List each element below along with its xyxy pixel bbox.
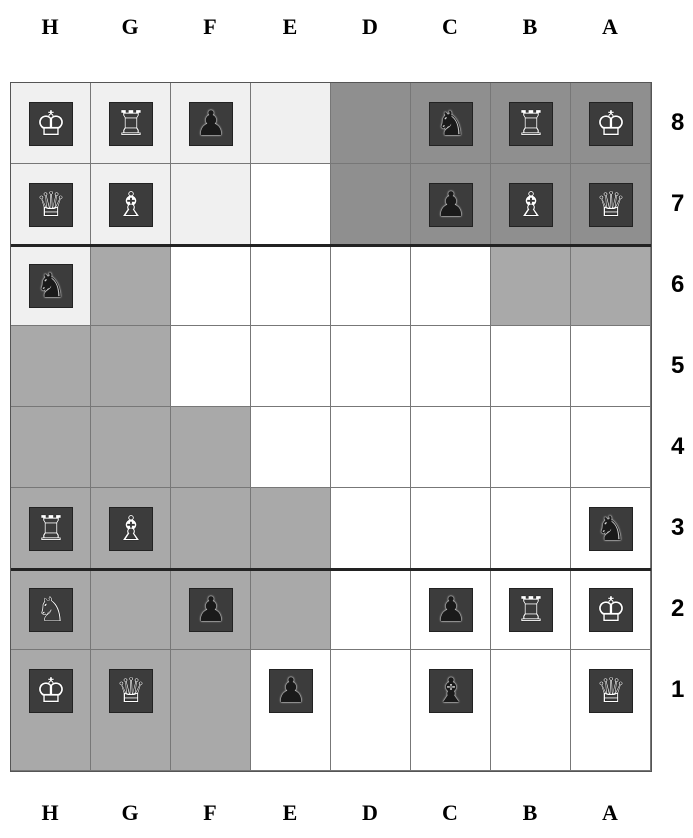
king-icon[interactable]: ♔	[29, 669, 73, 713]
queen-icon[interactable]: ♕	[589, 183, 633, 227]
square-d6[interactable]	[331, 245, 411, 326]
pawn-icon[interactable]: ♟	[269, 669, 313, 713]
file-label-bottom-a: A	[570, 800, 650, 826]
knight-icon[interactable]: ♘	[29, 588, 73, 632]
file-label-top-b: B	[490, 14, 570, 40]
bishop-icon[interactable]: ♗	[109, 183, 153, 227]
file-label-top-c: C	[410, 14, 490, 40]
board-divider-line	[11, 568, 651, 571]
square-f1[interactable]	[171, 650, 251, 771]
square-a6[interactable]	[571, 245, 651, 326]
file-label-bottom-g: G	[90, 800, 170, 826]
file-label-top-a: A	[570, 14, 650, 40]
bishop-icon[interactable]: ♗	[509, 183, 553, 227]
square-f5[interactable]	[171, 326, 251, 407]
square-f7[interactable]	[171, 164, 251, 245]
rank-label-5: 5	[671, 352, 684, 380]
square-g5[interactable]	[91, 326, 171, 407]
square-c3[interactable]	[411, 488, 491, 569]
rank-label-3: 3	[671, 514, 684, 542]
square-e5[interactable]	[251, 326, 331, 407]
king-icon[interactable]: ♔	[589, 588, 633, 632]
file-label-top-h: H	[10, 14, 90, 40]
rank-label-8: 8	[671, 109, 684, 137]
rook-icon[interactable]: ♖	[109, 102, 153, 146]
queen-icon[interactable]: ♕	[29, 183, 73, 227]
pawn-icon[interactable]: ♟	[189, 102, 233, 146]
square-b4[interactable]	[491, 407, 571, 488]
knight-icon[interactable]: ♞	[429, 102, 473, 146]
file-label-bottom-c: C	[410, 800, 490, 826]
square-h4[interactable]	[11, 407, 91, 488]
rank-label-1: 1	[671, 676, 684, 704]
square-b6[interactable]	[491, 245, 571, 326]
queen-icon[interactable]: ♕	[109, 669, 153, 713]
board-divider-line	[11, 244, 651, 247]
square-e4[interactable]	[251, 407, 331, 488]
knight-icon[interactable]: ♞	[29, 264, 73, 308]
square-b3[interactable]	[491, 488, 571, 569]
file-label-top-e: E	[250, 14, 330, 40]
rook-icon[interactable]: ♖	[509, 588, 553, 632]
square-e6[interactable]	[251, 245, 331, 326]
file-label-bottom-e: E	[250, 800, 330, 826]
square-b5[interactable]	[491, 326, 571, 407]
file-label-bottom-d: D	[330, 800, 410, 826]
square-e8[interactable]	[251, 83, 331, 164]
pawn-icon[interactable]: ♟	[189, 588, 233, 632]
square-f6[interactable]	[171, 245, 251, 326]
square-d4[interactable]	[331, 407, 411, 488]
chess-board: ♔ ♖ ♟ ♞ ♖ ♔ ♕ ♗ ♟ ♗ ♕ ♞ ♖ ♗ ♞ ♘ ♟ ♟ ♖ ♔ ♔ ♕ ♟ ♝ ♕	[10, 82, 652, 772]
king-icon[interactable]: ♔	[29, 102, 73, 146]
rank-label-4: 4	[671, 433, 684, 461]
pawn-icon[interactable]: ♟	[429, 183, 473, 227]
pawn-icon[interactable]: ♟	[429, 588, 473, 632]
square-d8[interactable]	[331, 83, 411, 164]
square-f3[interactable]	[171, 488, 251, 569]
square-e2[interactable]	[251, 569, 331, 650]
rook-icon[interactable]: ♖	[29, 507, 73, 551]
square-d3[interactable]	[331, 488, 411, 569]
file-label-bottom-b: B	[490, 800, 570, 826]
file-label-top-d: D	[330, 14, 410, 40]
bishop-icon[interactable]: ♗	[109, 507, 153, 551]
rank-label-7: 7	[671, 190, 684, 218]
square-g4[interactable]	[91, 407, 171, 488]
square-d2[interactable]	[331, 569, 411, 650]
square-e3[interactable]	[251, 488, 331, 569]
square-h5[interactable]	[11, 326, 91, 407]
king-icon[interactable]: ♔	[589, 102, 633, 146]
square-d5[interactable]	[331, 326, 411, 407]
square-g6[interactable]	[91, 245, 171, 326]
square-c4[interactable]	[411, 407, 491, 488]
knight-icon[interactable]: ♞	[589, 507, 633, 551]
file-label-bottom-f: F	[170, 800, 250, 826]
file-label-top-g: G	[90, 14, 170, 40]
square-a4[interactable]	[571, 407, 651, 488]
queen-icon[interactable]: ♕	[589, 669, 633, 713]
square-c5[interactable]	[411, 326, 491, 407]
square-e7[interactable]	[251, 164, 331, 245]
rank-label-2: 2	[671, 595, 684, 623]
square-f4[interactable]	[171, 407, 251, 488]
square-a5[interactable]	[571, 326, 651, 407]
square-d1[interactable]	[331, 650, 411, 771]
rook-icon[interactable]: ♖	[509, 102, 553, 146]
square-d7[interactable]	[331, 164, 411, 245]
file-label-top-f: F	[170, 14, 250, 40]
bishop-icon[interactable]: ♝	[429, 669, 473, 713]
file-label-bottom-h: H	[10, 800, 90, 826]
rank-label-6: 6	[671, 271, 684, 299]
square-g2[interactable]	[91, 569, 171, 650]
square-c6[interactable]	[411, 245, 491, 326]
square-b1[interactable]	[491, 650, 571, 771]
